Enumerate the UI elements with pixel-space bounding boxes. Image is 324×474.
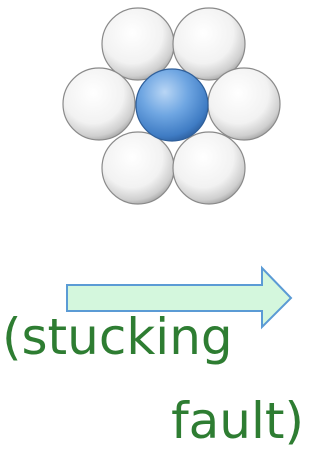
sphere-bottom-right [172, 131, 246, 205]
caption-line-2: fault) [171, 392, 304, 450]
sphere-top-left [101, 7, 175, 81]
right-arrow-icon [66, 265, 293, 330]
sphere-center-blue [135, 68, 209, 142]
sphere-top-right [172, 7, 246, 81]
sphere-middle-right [207, 67, 281, 141]
sphere-bottom-left [101, 131, 175, 205]
sphere-middle-left [62, 67, 136, 141]
caption-line-1: (stucking [2, 308, 233, 366]
